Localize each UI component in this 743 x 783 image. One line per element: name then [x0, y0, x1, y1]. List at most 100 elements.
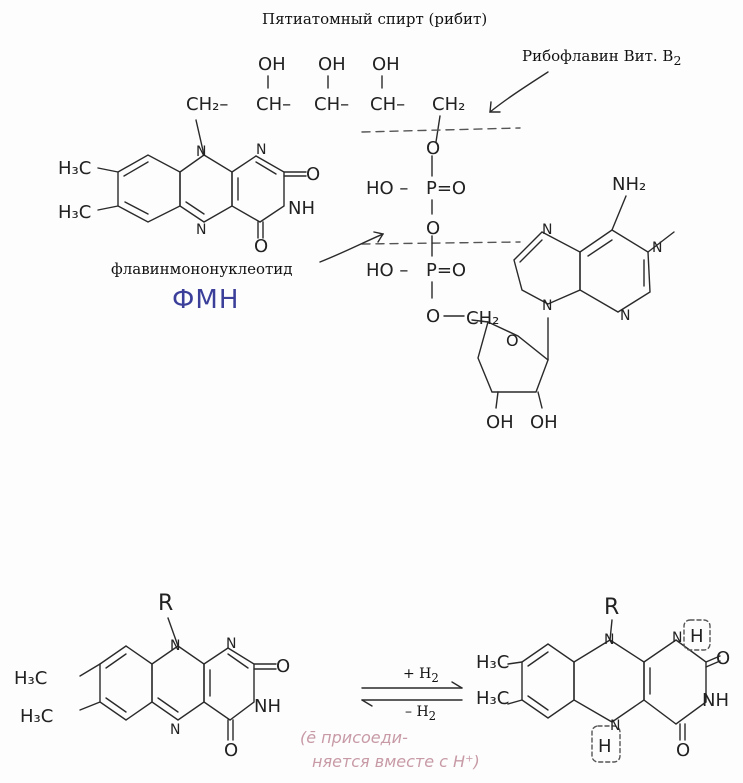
nitrogen-label: N — [610, 718, 620, 734]
pyrimidine-ring — [231, 155, 285, 223]
riboflavin-arrow — [489, 71, 549, 113]
nh-label: NH — [288, 198, 315, 219]
ox-pyrazine-ring — [151, 645, 205, 721]
nitrogen-label: N — [170, 638, 180, 654]
amino-label: NH₂ — [612, 174, 646, 195]
riboflavin-label: Рибофлавин Вит. B2 — [522, 47, 681, 68]
riboflavin-label-subscript: 2 — [673, 53, 682, 68]
ch2-label: CH₂ — [432, 94, 465, 115]
red-carbonyl-bond — [705, 660, 721, 668]
red-benzene-ring — [521, 643, 575, 719]
ch2-label: CH₂– — [186, 94, 228, 115]
benzene-double-bond — [123, 161, 149, 177]
reverse-label-text: – H — [405, 704, 429, 720]
oxygen-label: O — [224, 740, 238, 761]
oh-label: OH — [530, 412, 558, 433]
methyl-label: H₃C — [476, 652, 509, 673]
methyl-label: H₃C — [58, 158, 91, 179]
fmn-arrowhead — [373, 231, 385, 243]
nitrogen-label: N — [652, 240, 662, 256]
red-methyl-bond — [507, 661, 523, 665]
r-group-label: R — [158, 591, 173, 616]
ox-benzene-ring — [99, 645, 153, 721]
red-carbonyl-bond — [705, 655, 721, 663]
n10-chain-bond — [195, 119, 205, 156]
oxygen-label: O — [426, 218, 440, 239]
forward-label: + H2 — [403, 666, 439, 685]
nh-label: NH — [702, 690, 729, 711]
hydroxyl-label: HO – — [366, 178, 408, 199]
oh-label: OH — [258, 54, 286, 75]
ox-pyrimidine-ring — [203, 647, 255, 721]
nitrogen-label: N — [196, 144, 206, 160]
dashed-separator — [361, 241, 521, 245]
ch-label: CH– — [314, 94, 349, 115]
ribose-oh-bond — [495, 391, 499, 409]
reverse-arrowhead — [361, 699, 373, 707]
nitrogen-label: N — [542, 298, 552, 314]
methyl-label: H₃C — [14, 668, 47, 689]
red-benzene-double-bond — [527, 651, 549, 667]
hydrogen-label: H — [598, 736, 612, 757]
ox-methyl-bond — [79, 663, 101, 677]
oxygen-label: O — [716, 648, 730, 669]
benzene-double-bond — [124, 201, 149, 215]
ribitol-title: Пятиатомный спирт (рибит) — [262, 10, 488, 28]
ox-methyl-bond — [79, 701, 101, 711]
ribose-oh-bond — [537, 391, 543, 409]
red-pyrimidine-ring — [643, 639, 707, 725]
reverse-label-subscript: 2 — [428, 708, 437, 723]
oh-label: OH — [318, 54, 346, 75]
ch2-label: CH₂ — [466, 308, 499, 329]
oxygen-label: O — [306, 164, 320, 185]
oxygen-label: O — [426, 138, 440, 159]
ribose-oxygen-label: O — [506, 331, 519, 350]
ox-benzene-double-bond — [105, 697, 127, 713]
nitrogen-label: N — [604, 632, 614, 648]
ox-r-bond — [167, 617, 179, 647]
electron-note-line1: (ē присоеди- — [300, 728, 408, 747]
ribose-bond — [471, 319, 489, 323]
r-group-label: R — [604, 595, 619, 620]
imidazole-ring — [513, 231, 581, 305]
nitrogen-label: N — [620, 308, 630, 324]
pyrazine-ring — [179, 154, 233, 223]
methyl-label: H₃C — [20, 706, 53, 727]
oxygen-label: O — [254, 236, 268, 257]
ox-pyrazine-double-bond — [157, 697, 179, 713]
red-pyrazine-ring — [573, 639, 645, 723]
ch2-o-bond — [435, 115, 441, 143]
fmn-name-label: флавинмононуклеотид — [111, 260, 293, 278]
oxygen-label: O — [426, 306, 440, 327]
electron-note-line2: няется вместе с H⁺) — [312, 752, 480, 771]
adenine-amino-bond — [611, 195, 627, 231]
hydrogen-label: H — [690, 626, 704, 647]
red-benzene-double-bond — [527, 695, 549, 711]
adenine-bond — [647, 231, 675, 253]
imidazole-double-bond — [519, 239, 543, 263]
adenine-pyrimidine-ring — [579, 229, 651, 313]
adenine-double-bond — [587, 239, 613, 257]
nh-label: NH — [254, 696, 281, 717]
hydroxyl-label: HO – — [366, 260, 408, 281]
ox-pyrimidine-double-bond — [227, 653, 249, 669]
oh-label: OH — [486, 412, 514, 433]
red-methyl-bond — [507, 699, 523, 705]
ribose-ring — [477, 321, 549, 393]
oh-label: OH — [372, 54, 400, 75]
nitrogen-label: N — [672, 630, 682, 646]
methyl-bond — [97, 167, 119, 173]
phosphoryl-label: P=O — [426, 178, 466, 199]
phosphoryl-label: P=O — [426, 260, 466, 281]
added-hydrogen-box — [683, 619, 711, 651]
fmn-abbreviation: ФМН — [172, 285, 240, 315]
oxygen-label: O — [276, 656, 290, 677]
nitrogen-label: N — [170, 722, 180, 738]
benzene-ring — [117, 154, 181, 223]
forward-arrowhead — [451, 681, 463, 689]
red-r-bond — [609, 619, 613, 641]
ch-label: CH– — [370, 94, 405, 115]
pyrimidine-double-bond — [255, 161, 277, 175]
